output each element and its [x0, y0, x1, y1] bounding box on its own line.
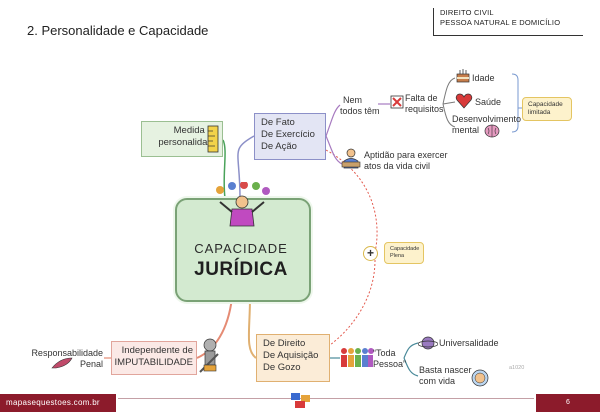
topic-line-2: PESSOA NATURAL E DOMICÍLIO [440, 18, 561, 27]
de-fato-line-3: De Ação [261, 141, 297, 152]
ruler-icon [207, 125, 219, 153]
heart-icon [455, 93, 473, 109]
footer-divider [118, 398, 534, 399]
logo-icon [291, 393, 310, 408]
medida-line-2: personalidade [158, 137, 218, 148]
cake-icon [456, 69, 470, 83]
de-fato-line-1: De Fato [261, 117, 295, 128]
footer-site-bar: mapasequestoes.com.br [0, 394, 116, 412]
feather-icon [51, 357, 73, 369]
knight-icon [199, 338, 219, 373]
people-icon [341, 348, 374, 367]
worker-icon [341, 148, 361, 169]
de-direito-box: De Direito De Aquisição De Gozo [256, 334, 330, 382]
desenvolvimento-label: Desenvolvimento mental [452, 114, 522, 135]
code-label: a1020 [509, 365, 525, 371]
responsabilidade-label: Responsabilidade Penal [31, 348, 103, 369]
nem-todos-label: Nem todos têm [340, 95, 380, 116]
brain-icon [484, 124, 500, 138]
cross-icon [390, 95, 404, 109]
independente-box: Independente de IMPUTABILIDADE [111, 341, 197, 375]
toda-pessoa-label: “Toda Pessoa” [373, 348, 407, 369]
plus-icon: + [363, 246, 378, 261]
idade-label: Idade [472, 73, 495, 83]
footer-page-bar: 6 [536, 394, 600, 412]
topic-line-1: DIREITO CIVIL [440, 8, 494, 17]
basta-label: Basta nascer com vida [419, 365, 472, 386]
footer-site: mapasequestoes.com.br [6, 398, 100, 407]
capacidade-plena-box: Capacidade Plena [384, 242, 424, 264]
medida-line-1: Medida da [173, 125, 218, 136]
universalidade-label: Universalidade [439, 338, 499, 348]
central-title-line-2: JURÍDICA [194, 259, 288, 280]
page-number: 6 [566, 399, 570, 406]
central-title-line-1: CAPACIDADE [194, 241, 288, 256]
aptidao-label: Aptidão para exercer atos da vida civil [364, 150, 448, 171]
saude-label: Saúde [475, 97, 502, 107]
topic-header: DIREITO CIVIL PESSOA NATURAL E DOMICÍLIO [433, 8, 583, 36]
juggler-icon [216, 182, 270, 227]
de-fato-line-2: De Exercício [261, 129, 315, 140]
planet-icon [418, 336, 438, 350]
de-fato-box: De Fato De Exercício De Ação [254, 113, 326, 160]
falta-label: Falta de requisitos [405, 93, 444, 114]
section-title: 2. Personalidade e Capacidade [27, 23, 209, 38]
baby-icon [471, 369, 489, 387]
capacidade-limitada-box: Capacidade limitada [522, 97, 572, 121]
